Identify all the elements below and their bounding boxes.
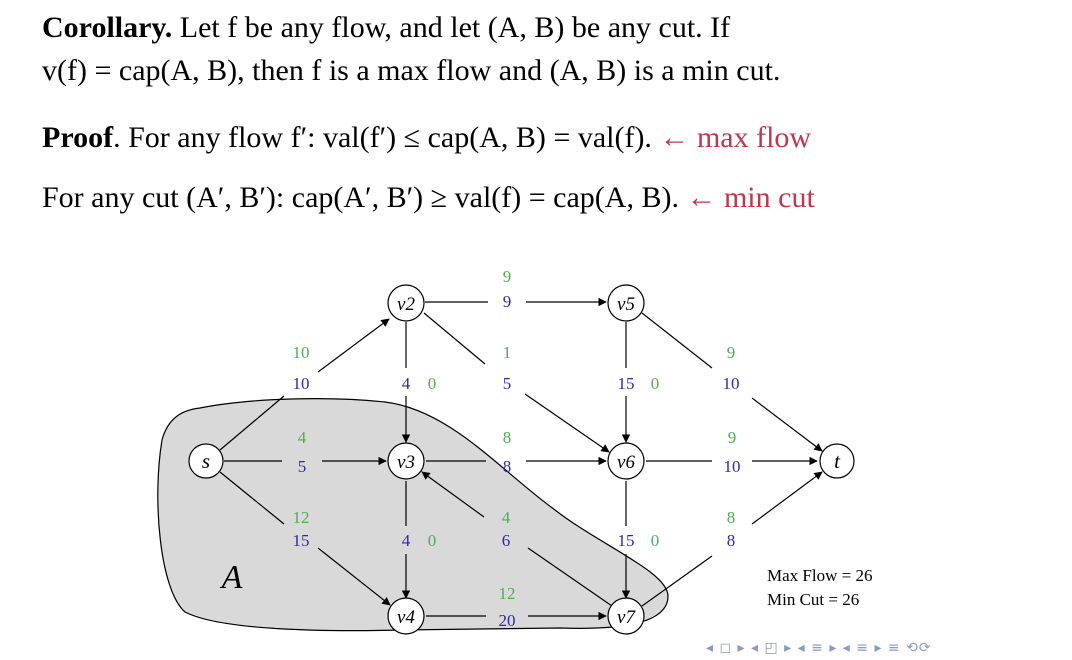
node-t-label: t [834, 449, 841, 473]
node-t [819, 443, 855, 479]
flow-label-s-v3: 4 [298, 428, 307, 447]
flow-label-v2-v5: 9 [503, 267, 512, 286]
edge-v5-t-seg2 [751, 397, 823, 452]
capacity-label-s-v2: 10 [293, 374, 310, 393]
flow-label-v2-v6: 1 [503, 343, 512, 362]
flow-label-v6-v7: 0 [651, 531, 660, 550]
edge-s-v2-seg1 [219, 395, 285, 451]
flow-label-s-v2: 10 [293, 343, 310, 362]
node-v4 [387, 597, 425, 635]
node-v2-label: v2 [397, 294, 415, 315]
edge-v7-v3-seg1 [527, 547, 613, 607]
capacity-label-v6-v7: 15 [618, 531, 635, 550]
proof-line-2: For any cut (A′, B′): cap(A′, B′) ≥ val(… [42, 180, 815, 216]
min-cut-note: ← min cut [686, 181, 815, 214]
capacity-label-v2-v5: 9 [503, 292, 512, 311]
proof-line-1: Proof. For any flow f′: val(f′) ≤ cap(A,… [42, 120, 811, 156]
node-v5 [607, 284, 645, 322]
edge-s-v4-seg2 [317, 547, 391, 606]
capacity-label-s-v4: 15 [293, 531, 310, 550]
edge-v7-v3-seg2 [421, 471, 485, 518]
edge-v2-v6-seg2 [524, 393, 610, 453]
edge-v5-t-seg1 [641, 312, 713, 369]
max-flow-note: ← max flow [659, 121, 812, 154]
capacity-label-v5-t: 10 [723, 374, 740, 393]
capacity-label-v2-v3: 4 [402, 374, 411, 393]
edge-v2-v6-seg1 [423, 312, 486, 365]
capacity-label-v5-v6: 15 [618, 374, 635, 393]
capacity-label-v3-v4: 4 [402, 531, 411, 550]
node-v4-label: v4 [397, 607, 415, 628]
proof-text-2: For any cut (A′, B′): cap(A′, B′) ≥ val(… [42, 181, 679, 214]
corollary-text-2: v(f) = cap(A, B), then f is a max flow a… [42, 54, 781, 87]
flow-label-v2-v3: 0 [428, 374, 437, 393]
flow-label-v4-v7: 12 [499, 584, 516, 603]
capacity-label-v6-t: 10 [724, 457, 741, 476]
capacity-label-v4-v7: 20 [499, 611, 516, 630]
flow-label-s-v4: 12 [293, 508, 310, 527]
cut-region-a [157, 398, 669, 632]
flow-label-v7-t: 8 [727, 508, 736, 527]
min-cut-value: Min Cut = 26 [767, 590, 859, 609]
edge-v7-t-seg2 [751, 471, 823, 525]
beamer-navigation-bar[interactable]: ◂ ◻ ▸ ◂ ◰ ▸ ◂ ≡ ▸ ◂ ≡ ▸ ≡ ⟲⟳ [706, 640, 932, 656]
max-flow-value: Max Flow = 26 [767, 566, 872, 585]
capacity-label-s-v3: 5 [298, 457, 307, 476]
capacity-label-v2-v6: 5 [503, 374, 512, 393]
flow-label-v7-v3: 4 [502, 508, 511, 527]
capacity-label-v7-t: 8 [727, 531, 736, 550]
proof-label: Proof [42, 121, 114, 154]
flow-label-v3-v4: 0 [428, 531, 437, 550]
node-v2 [387, 284, 425, 322]
corollary-line-2: v(f) = cap(A, B), then f is a max flow a… [42, 53, 780, 89]
node-v7 [607, 597, 645, 635]
node-v6 [607, 442, 645, 480]
corollary-text-1: Let f be any flow, and let (A, B) be any… [172, 11, 731, 44]
capacity-label-v7-v3: 6 [502, 531, 511, 550]
flow-label-v3-v6: 8 [503, 428, 512, 447]
corollary-label: Corollary. [42, 11, 173, 44]
node-v5-label: v5 [617, 294, 635, 315]
node-v3-label: v3 [397, 452, 415, 473]
node-s-label: s [202, 449, 210, 473]
flow-label-v5-v6: 0 [651, 374, 660, 393]
proof-text-1: . For any flow f′: val(f′) ≤ cap(A, B) =… [113, 121, 652, 154]
edge-v7-t-seg1 [641, 555, 713, 607]
corollary-line: Corollary. Let f be any flow, and let (A… [42, 10, 730, 46]
node-s [188, 443, 224, 479]
capacity-label-v3-v6: 8 [503, 457, 512, 476]
flow-label-v5-t: 9 [727, 343, 736, 362]
cut-region-label: A [220, 559, 243, 596]
node-v3 [387, 442, 425, 480]
node-v7-label: v7 [617, 607, 636, 628]
edge-s-v4-seg1 [219, 471, 285, 525]
flow-label-v6-t: 9 [728, 428, 737, 447]
node-v6-label: v6 [617, 452, 635, 473]
edge-s-v2-seg2 [317, 318, 390, 373]
